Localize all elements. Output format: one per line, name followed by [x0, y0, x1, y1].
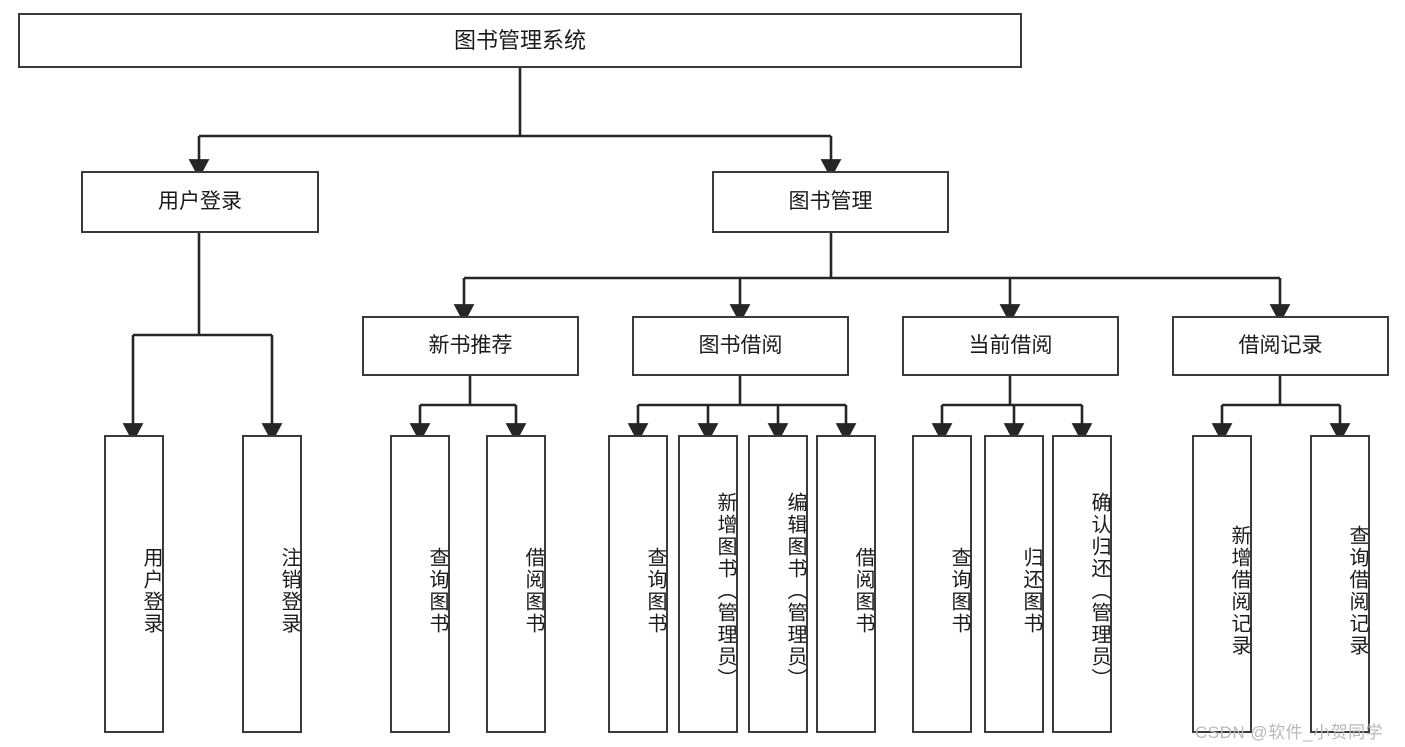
node-book-borrow[interactable]: 图书借阅 [632, 316, 849, 376]
node-leaf-query-book-2[interactable]: 查询图书 [608, 435, 668, 733]
node-leaf-add-book-label: 新增图书（管理员） [714, 492, 736, 690]
node-leaf-edit-book-label: 编辑图书（管理员） [784, 492, 806, 690]
node-current-borrow-label: 当前借阅 [968, 333, 1053, 357]
node-leaf-return-book[interactable]: 归还图书 [984, 435, 1044, 733]
node-new-book-rec[interactable]: 新书推荐 [362, 316, 579, 376]
node-root-label: 图书管理系统 [453, 27, 586, 53]
node-user-login[interactable]: 用户登录 [81, 171, 319, 233]
node-leaf-user-login-label: 用户登录 [140, 547, 162, 635]
node-leaf-query-book-3[interactable]: 查询图书 [912, 435, 972, 733]
node-leaf-borrow-book-1[interactable]: 借阅图书 [486, 435, 546, 733]
node-leaf-query-book-1-label: 查询图书 [426, 547, 448, 635]
edge-group-borrow-record [1211, 376, 1351, 443]
node-leaf-borrow-book-2[interactable]: 借阅图书 [816, 435, 876, 733]
node-root[interactable]: 图书管理系统 [18, 13, 1022, 68]
node-leaf-add-record-label: 新增借阅记录 [1228, 525, 1250, 657]
csdn-watermark: CSDN @软件_小贺同学 [1195, 723, 1384, 742]
edge-group-current-borrow [931, 376, 1093, 443]
node-leaf-add-book[interactable]: 新增图书（管理员） [678, 435, 738, 733]
edge-group-new-book-rec [409, 376, 527, 443]
node-book-manage-label: 图书管理 [788, 189, 873, 213]
node-new-book-rec-label: 新书推荐 [428, 333, 513, 357]
node-leaf-query-record[interactable]: 查询借阅记录 [1310, 435, 1370, 733]
node-leaf-borrow-book-2-label: 借阅图书 [852, 547, 874, 635]
node-leaf-confirm-return-label: 确认归还（管理员） [1088, 492, 1110, 690]
node-user-login-label: 用户登录 [158, 189, 242, 213]
node-leaf-query-book-1[interactable]: 查询图书 [390, 435, 450, 733]
node-current-borrow[interactable]: 当前借阅 [902, 316, 1119, 376]
edge-group-book-borrow [627, 376, 857, 443]
node-book-manage[interactable]: 图书管理 [712, 171, 949, 233]
node-leaf-query-book-2-label: 查询图书 [644, 547, 666, 635]
node-leaf-return-book-label: 归还图书 [1020, 547, 1042, 635]
node-leaf-add-record[interactable]: 新增借阅记录 [1192, 435, 1252, 733]
edge-group-root [188, 68, 842, 179]
node-leaf-confirm-return[interactable]: 确认归还（管理员） [1052, 435, 1112, 733]
node-leaf-query-record-label: 查询借阅记录 [1346, 525, 1368, 657]
node-borrow-record-label: 借阅记录 [1238, 333, 1323, 357]
node-borrow-record[interactable]: 借阅记录 [1172, 316, 1389, 376]
edge-group-book-manage [453, 233, 1291, 324]
node-leaf-user-login[interactable]: 用户登录 [104, 435, 164, 733]
node-leaf-user-logout[interactable]: 注销登录 [242, 435, 302, 733]
node-leaf-query-book-3-label: 查询图书 [948, 547, 970, 635]
node-leaf-user-logout-label: 注销登录 [278, 547, 300, 635]
edge-group-user-login [122, 233, 283, 443]
node-leaf-edit-book[interactable]: 编辑图书（管理员） [748, 435, 808, 733]
node-leaf-borrow-book-1-label: 借阅图书 [522, 547, 544, 635]
node-book-borrow-label: 图书借阅 [698, 333, 783, 357]
